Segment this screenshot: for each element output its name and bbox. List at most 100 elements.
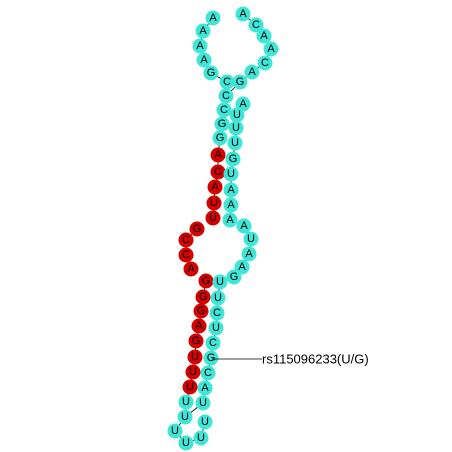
nucleotide-circle [228, 120, 244, 136]
nucleotide: A [235, 6, 251, 22]
nucleotide-letter: A [211, 181, 219, 193]
nucleotide-circle [227, 135, 243, 151]
nucleotide-circle [263, 41, 279, 57]
nucleotide-circle [205, 210, 221, 226]
nucleotide: C [178, 232, 194, 248]
nucleotide-circle [219, 74, 235, 90]
nucleotide-circle [210, 164, 226, 180]
nucleotide: C [216, 102, 232, 118]
nucleotide-letter: C [252, 19, 260, 31]
nucleotide-letter: C [223, 76, 231, 88]
nucleotide-circle [216, 102, 232, 118]
nucleotide-circle [223, 166, 239, 182]
nucleotide-letter: A [239, 98, 247, 110]
nucleotide-circle [193, 303, 209, 319]
nucleotide-letter: G [199, 291, 208, 303]
nucleotide-circle [225, 151, 241, 167]
nucleotide: C [257, 55, 273, 71]
nucleotide: U [223, 166, 239, 182]
nucleotide-circle [188, 333, 204, 349]
nucleotide: C [209, 305, 225, 321]
nucleotide: U [228, 120, 244, 136]
nucleotide-circle [222, 212, 238, 228]
nucleotide-circle [232, 74, 248, 90]
nucleotide: A [223, 182, 239, 198]
nucleotide-letter: U [182, 437, 190, 449]
nucleotide-circle [223, 182, 239, 198]
nucleotide: G [189, 221, 205, 237]
nucleotide: G [198, 273, 214, 289]
nucleotide: A [205, 10, 221, 26]
nucleotide-letter: A [239, 8, 247, 20]
nucleotide: C [219, 74, 235, 90]
nucleotide-letter: G [216, 132, 225, 144]
nucleotide: U [197, 414, 213, 430]
nucleotide: C [205, 335, 221, 351]
nucleotide-circle [178, 394, 194, 410]
nucleotide-circle [223, 197, 239, 213]
nucleotide-letter: U [199, 397, 207, 409]
nucleotide-letter: G [236, 76, 245, 88]
nucleotide: U [177, 409, 193, 425]
nucleotide-letter: A [209, 12, 217, 24]
nucleotide-circle [189, 221, 205, 237]
nucleotide-circle [244, 64, 260, 80]
nucleotide-circle [210, 147, 226, 163]
nucleotide: A [241, 246, 257, 262]
nucleotide-letter: C [214, 166, 222, 178]
nucleotide: U [193, 430, 209, 446]
nucleotide: U [210, 290, 226, 306]
nucleotide-letter: C [220, 104, 228, 116]
nucleotide: A [196, 52, 212, 68]
nucleotide-letter: U [212, 322, 220, 334]
nucleotide-letter: A [195, 320, 203, 332]
nucleotide: A [244, 64, 260, 80]
nucleotide: A [223, 197, 239, 213]
nucleotide: U [208, 320, 224, 336]
nucleotide-letter: U [247, 233, 255, 245]
nucleotide-circle [229, 107, 245, 123]
nucleotide-letter: A [245, 248, 253, 260]
nucleotide: U [167, 423, 183, 439]
nucleotide-circle [187, 349, 203, 365]
nucleotide-letter: A [201, 382, 209, 394]
nucleotide: C [200, 365, 216, 381]
nucleotide: A [183, 261, 199, 277]
nucleotide-circle [178, 435, 194, 451]
nucleotide-circle [183, 261, 199, 277]
nucleotide-letter: C [261, 57, 269, 69]
nucleotide-circle [195, 289, 211, 305]
nucleotide-circle [210, 290, 226, 306]
nucleotide: U [178, 394, 194, 410]
nucleotide: A [197, 380, 213, 396]
nucleotide-circle [226, 269, 242, 285]
nucleotide-letter: G [207, 67, 216, 79]
nucleotide: A [207, 179, 223, 195]
nucleotide: G [203, 350, 219, 366]
snp-label: rs115096233(U/G) [262, 352, 369, 367]
nucleotide-circle [243, 231, 259, 247]
nucleotide-circle [182, 379, 198, 395]
nucleotide-circle [185, 364, 201, 380]
nucleotide-circle [212, 274, 228, 290]
nucleotide-circle [193, 430, 209, 446]
nucleotide-letter: A [200, 54, 208, 66]
nucleotide-letter: G [207, 352, 216, 364]
nucleotide: C [218, 88, 234, 104]
nucleotide-circle [198, 273, 214, 289]
nucleotide-letter: C [222, 90, 230, 102]
nucleotide-letter: U [227, 168, 235, 180]
nucleotide-letter: C [204, 367, 212, 379]
nucleotide: A [235, 96, 251, 112]
nucleotide-circle [203, 350, 219, 366]
nucleotide-circle [195, 395, 211, 411]
nucleotide-circle [191, 318, 207, 334]
nucleotide-letter: U [209, 212, 217, 224]
nucleotide-letter: G [193, 223, 202, 235]
nucleotide-letter: U [182, 396, 190, 408]
nucleotide: C [178, 247, 194, 263]
nucleotide-letter: U [216, 276, 224, 288]
nucleotide-circle [192, 38, 208, 54]
nucleotide: G [203, 65, 219, 81]
nucleotide-circle [257, 55, 273, 71]
